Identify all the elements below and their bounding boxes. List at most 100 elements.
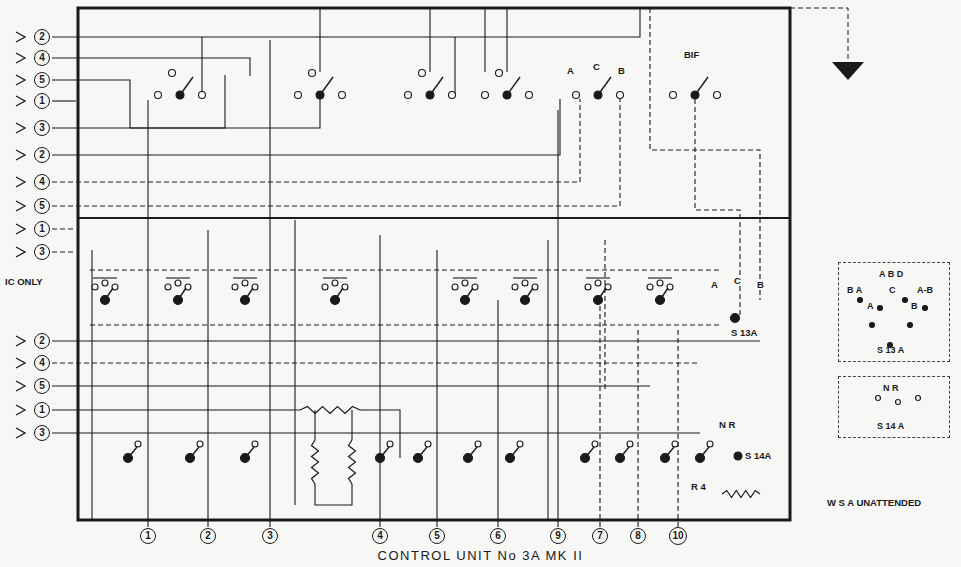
switch-blade <box>598 288 606 300</box>
terminal-circle: 7 <box>592 528 608 544</box>
switch-blade <box>380 447 389 458</box>
wire <box>166 277 190 278</box>
wire <box>201 37 202 95</box>
switch-contact <box>496 70 503 77</box>
terminal-circle: 1 <box>34 402 50 418</box>
switch-pivot <box>858 298 863 303</box>
terminal-circle: 9 <box>550 528 566 544</box>
terminal-chevron <box>16 358 25 368</box>
wire <box>677 330 678 527</box>
wire <box>294 220 295 505</box>
label: S 14A <box>744 451 772 461</box>
switch-pivot <box>878 306 883 311</box>
terminal-circle: 3 <box>34 425 50 441</box>
label: B <box>617 66 626 76</box>
switch-contact <box>405 92 412 99</box>
switch-contact <box>339 92 346 99</box>
wire <box>269 40 270 527</box>
wire <box>78 217 790 219</box>
terminal-number: 5 <box>39 381 45 391</box>
switch-blade <box>245 447 254 458</box>
unit-frame <box>78 8 790 520</box>
terminal-number: 4 <box>39 358 45 368</box>
label: IC ONLY <box>4 277 44 287</box>
wire <box>207 230 208 527</box>
ground-symbol <box>832 62 864 80</box>
terminal-circle: 6 <box>490 528 506 544</box>
switch-contact <box>482 92 489 99</box>
switch-contact <box>517 441 523 447</box>
wire <box>436 250 437 527</box>
switch-pivot <box>908 323 913 328</box>
terminal-number: 6 <box>495 531 501 541</box>
switch-contact <box>165 284 171 290</box>
terminal-chevron <box>16 405 25 415</box>
terminal-number: 2 <box>205 531 211 541</box>
resistor-symbol <box>300 407 360 414</box>
switch-blade <box>468 447 477 458</box>
switch-contact <box>387 441 393 447</box>
switch-position-label: C <box>889 285 896 295</box>
wire <box>52 432 700 433</box>
switch-contact <box>92 284 98 290</box>
wire <box>52 385 650 386</box>
label: N R <box>718 420 736 430</box>
switch-contact <box>242 280 248 286</box>
wire <box>319 8 320 72</box>
wire <box>379 235 380 527</box>
switch-blade <box>335 288 343 300</box>
switch-contact <box>672 441 678 447</box>
switch-blade <box>430 77 443 95</box>
switch-pivot <box>731 314 740 323</box>
terminal-chevron <box>16 177 25 187</box>
terminal-chevron <box>16 75 25 85</box>
wire <box>52 99 620 206</box>
wire <box>547 240 548 520</box>
switch-contact <box>309 70 316 77</box>
terminal-number: 3 <box>39 247 45 257</box>
terminal-circle: 5 <box>34 378 50 394</box>
terminal-number: 8 <box>635 531 641 541</box>
label: W S A UNATTENDED <box>826 498 922 508</box>
switch-blade <box>660 288 668 300</box>
switch-contact <box>916 396 921 401</box>
terminal-chevron <box>16 224 25 234</box>
wire <box>130 75 225 128</box>
terminal-circle: 3 <box>262 528 278 544</box>
terminal-number: 1 <box>39 405 45 415</box>
switch-contact <box>169 70 176 77</box>
wire <box>52 8 640 37</box>
terminal-number: 1 <box>39 224 45 234</box>
switch-blade <box>665 447 674 458</box>
switch-contact <box>670 92 677 99</box>
wire <box>557 110 558 527</box>
wire <box>314 410 315 440</box>
switch-pivot <box>870 323 875 328</box>
terminal-chevron <box>16 381 25 391</box>
terminal-number: 2 <box>39 32 45 42</box>
terminal-number: 10 <box>672 531 683 541</box>
switch-contact <box>522 280 528 286</box>
switch-contact <box>595 280 601 286</box>
wire <box>315 484 352 505</box>
switch-contact <box>512 284 518 290</box>
switch-detail-box: N RS 14 A <box>838 376 950 438</box>
terminal-chevron <box>16 123 25 133</box>
switch-contact <box>419 70 426 77</box>
switch-blade <box>180 77 193 95</box>
terminal-circle: 4 <box>34 50 50 66</box>
switch-contact <box>475 441 481 447</box>
switch-position-label: N R <box>883 383 899 393</box>
switch-contact <box>197 441 203 447</box>
terminal-chevron <box>16 201 25 211</box>
terminal-number: 4 <box>377 531 383 541</box>
switch-contact <box>102 280 108 286</box>
wire <box>90 324 720 325</box>
switch-blade <box>320 77 333 95</box>
terminal-circle: 4 <box>34 355 50 371</box>
terminal-number: 1 <box>145 531 151 541</box>
wire <box>497 300 498 527</box>
switch-contact <box>573 92 580 99</box>
